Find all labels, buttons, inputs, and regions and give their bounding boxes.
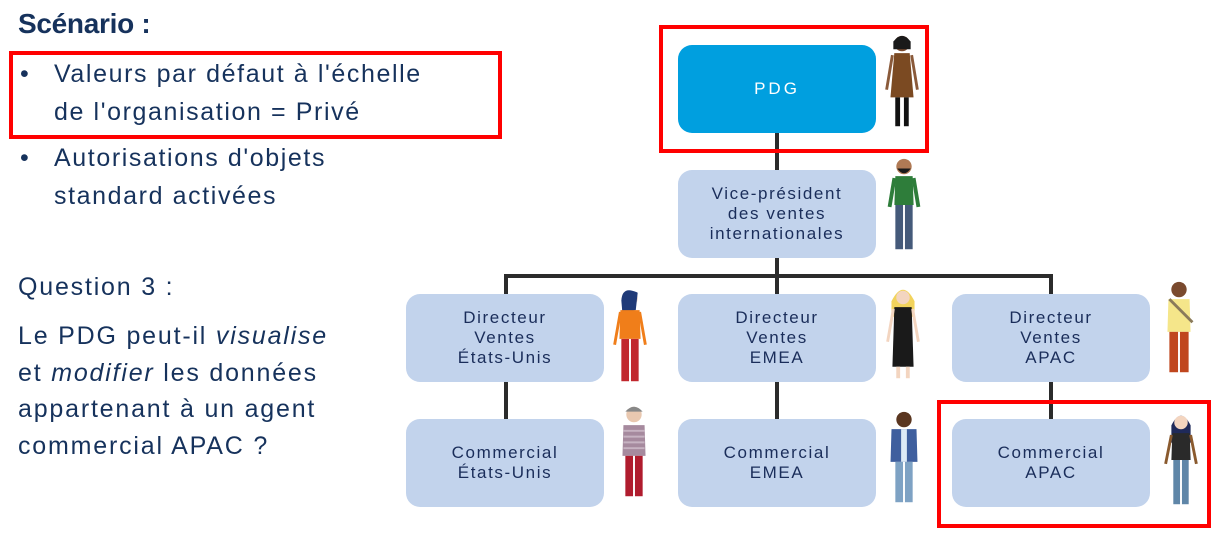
node-label-line: Ventes — [474, 328, 536, 347]
scenario-bullet-object-permissions: • Autorisations d'objets standard activé… — [20, 139, 326, 215]
connector-bus-dir-apac — [1049, 274, 1053, 294]
question-line: Le PDG peut-il visualise — [18, 318, 388, 355]
org-node-rep-apac[interactable]: Commercial APAC — [952, 419, 1150, 507]
avatar-director-apac-icon — [1167, 281, 1194, 373]
avatar-director-us-icon — [613, 290, 647, 382]
question-line: et modifier les données — [18, 355, 388, 392]
avatar-vp-icon — [887, 158, 921, 250]
bullet-line: standard activées — [54, 182, 278, 210]
scenario-title: Scénario : — [18, 8, 151, 39]
org-node-rep-emea[interactable]: Commercial EMEA — [678, 419, 876, 507]
bullet-line: Autorisations d'objets — [54, 144, 327, 172]
bullet-line: Valeurs par défaut à l'échelle — [54, 60, 422, 88]
connector-horizontal-bus — [504, 274, 1053, 278]
connector-dir-emea-rep — [775, 381, 779, 419]
node-label-line: EMEA — [749, 463, 805, 482]
node-label-line: APAC — [1025, 463, 1077, 482]
node-label-line: Vice-président — [711, 184, 843, 203]
node-label-line: APAC — [1025, 348, 1077, 367]
question-emphasis-visualise: visualise — [215, 322, 328, 350]
highlight-frame-apac-rep — [937, 400, 1211, 528]
bullet-marker: • — [20, 60, 31, 88]
node-label-line: États-Unis — [457, 348, 553, 367]
org-node-ceo[interactable]: PDG — [678, 45, 876, 133]
bullet-marker: • — [20, 144, 31, 172]
org-node-director-emea[interactable]: Directeur Ventes EMEA — [678, 294, 876, 382]
node-label-line: États-Unis — [457, 463, 553, 482]
question-emphasis-modifier: modifier — [51, 358, 155, 387]
question-text: Le PDG peut-il visualise et modifier les… — [18, 318, 388, 464]
connector-bus-dir-us — [504, 274, 508, 294]
bullet-line: de l'organisation = Privé — [54, 98, 361, 126]
org-node-vp-international-sales[interactable]: Vice-président des ventes internationale… — [678, 170, 876, 258]
node-label-line: Commercial — [451, 443, 559, 462]
node-label-line: Directeur — [1009, 308, 1093, 327]
node-label-line: Directeur — [463, 308, 547, 327]
avatar-rep-apac-icon — [1164, 415, 1198, 505]
node-label-line: Ventes — [1020, 328, 1082, 347]
node-label-line: des ventes — [727, 204, 827, 223]
highlight-frame-ceo — [659, 25, 929, 153]
avatar-rep-emea-icon — [890, 411, 918, 503]
scenario-bullet-org-defaults: • Valeurs par défaut à l'échelle de l'or… — [20, 55, 422, 131]
org-node-director-us[interactable]: Directeur Ventes États-Unis — [406, 294, 604, 382]
avatar-rep-us-icon — [622, 406, 646, 497]
node-label-line: EMEA — [749, 348, 805, 367]
question-line: appartenant à un agent — [18, 395, 317, 423]
avatar-ceo-icon — [885, 35, 919, 127]
highlight-frame-org-defaults — [9, 51, 502, 139]
question-fragment: et — [18, 358, 52, 387]
node-label-line: Commercial — [723, 443, 831, 462]
org-node-rep-us[interactable]: Commercial États-Unis — [406, 419, 604, 507]
connector-dir-us-rep — [504, 381, 508, 419]
node-label-line: Directeur — [735, 308, 819, 327]
org-node-director-apac[interactable]: Directeur Ventes APAC — [952, 294, 1150, 382]
question-fragment: Le PDG peut-il — [18, 322, 216, 350]
question-line: commercial APAC ? — [18, 431, 270, 460]
node-label: PDG — [754, 79, 800, 98]
question-title: Question 3 : — [18, 273, 175, 301]
question-fragment: les données — [154, 358, 318, 387]
node-label-line: internationales — [709, 224, 845, 243]
avatar-director-emea-icon — [886, 289, 920, 379]
node-label-line: Ventes — [746, 328, 808, 347]
node-label-line: Commercial — [997, 443, 1105, 462]
